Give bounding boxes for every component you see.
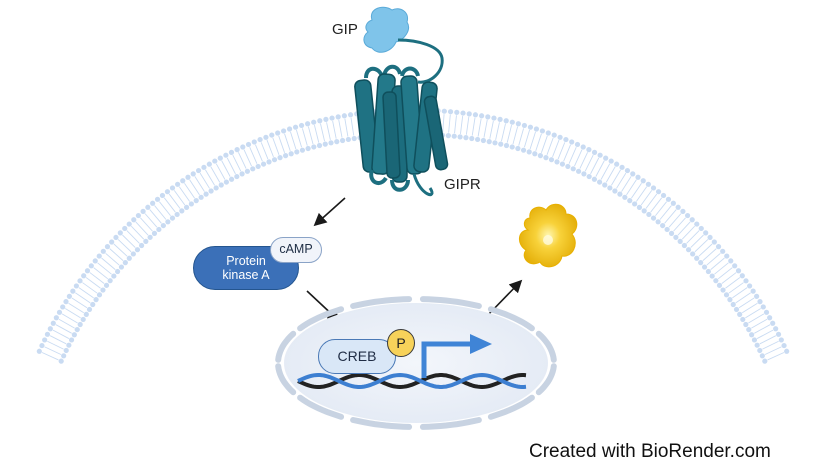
gip-label: GIP — [332, 21, 358, 38]
creb-label: CREB — [318, 339, 396, 374]
arrow-pka-to-creb — [306, 290, 341, 323]
dna-helix — [297, 372, 527, 390]
nucleus — [275, 296, 557, 430]
camp-badge: cAMP — [270, 237, 322, 263]
gipr-label: GIPR — [444, 176, 481, 193]
secreted-product — [519, 203, 578, 268]
protein-kinase-a-label: Protein kinase A — [222, 254, 270, 282]
gipr-receptor — [354, 38, 449, 197]
cell-membrane — [36, 107, 790, 364]
transcription-start-arrow — [421, 334, 492, 378]
phosphate-badge: P — [387, 329, 415, 357]
credit-text: Created with BioRender.com — [529, 441, 771, 462]
gip-ligand — [363, 6, 410, 53]
arrow-receptor-to-pka — [313, 197, 346, 227]
